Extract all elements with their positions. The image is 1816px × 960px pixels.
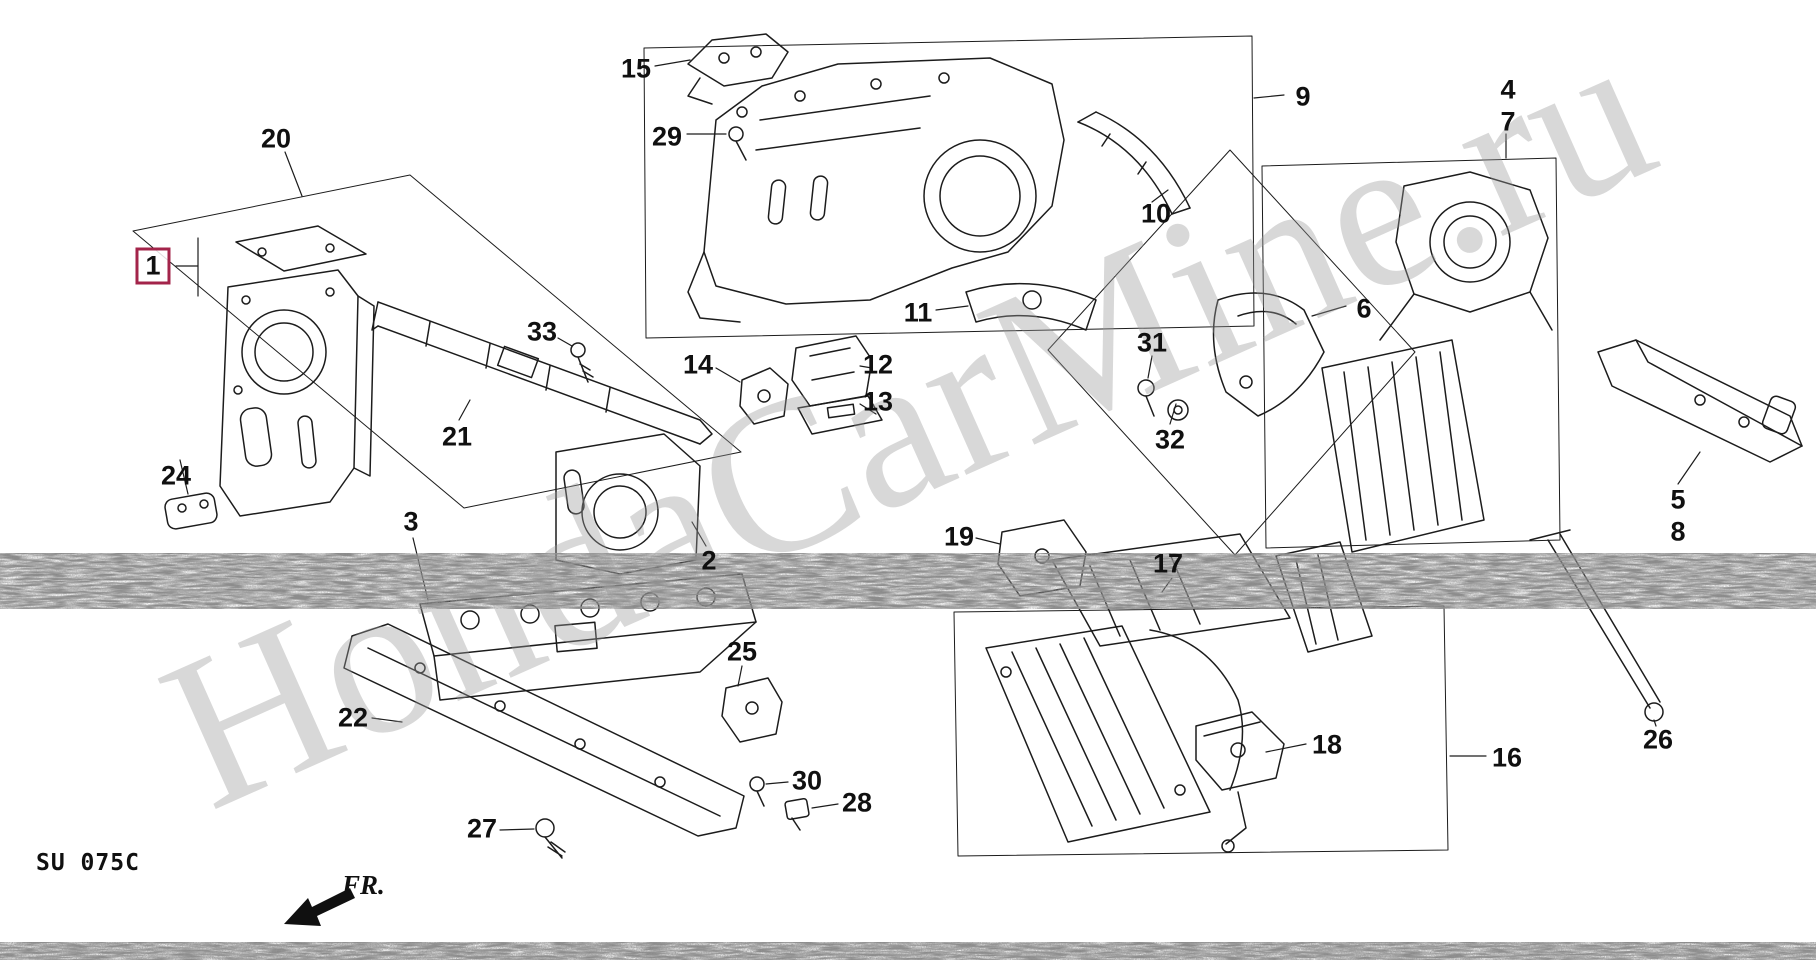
callout-6: 6 — [1356, 293, 1372, 324]
side-frame-assembly-art — [1137, 171, 1553, 653]
callout-13: 13 — [862, 386, 894, 417]
callout-15: 15 — [620, 53, 652, 84]
callout-24: 24 — [160, 460, 192, 491]
callout-20: 20 — [260, 123, 292, 154]
callout-10: 10 — [1140, 198, 1172, 229]
diagram-code: SU 075C — [36, 850, 140, 876]
callout-16: 16 — [1491, 742, 1523, 773]
callout-30: 30 — [791, 765, 823, 796]
callout-17: 17 — [1152, 548, 1184, 579]
front-arrow-icon — [284, 888, 355, 926]
callout-5: 5 — [1670, 484, 1686, 515]
callout-11: 11 — [903, 297, 933, 328]
callout-2: 2 — [701, 545, 717, 576]
callout-29: 29 — [651, 121, 683, 152]
front-direction-indicator: FR. — [282, 870, 422, 936]
callout-18: 18 — [1311, 729, 1343, 760]
callout-1: 1 — [135, 247, 171, 285]
front-direction-label: FR. — [342, 870, 385, 900]
callout-21: 21 — [441, 421, 473, 452]
callout-31: 31 — [1136, 327, 1168, 358]
callout-8: 8 — [1670, 516, 1686, 547]
wheelhouse-assembly-art — [687, 33, 1191, 435]
callout-14: 14 — [682, 349, 714, 380]
callout-9: 9 — [1295, 81, 1311, 112]
callout-4: 4 — [1500, 74, 1516, 105]
callout-25: 25 — [726, 636, 758, 667]
callout-19: 19 — [943, 521, 975, 552]
scan-noise-bands — [0, 558, 1816, 960]
callout-3: 3 — [403, 506, 419, 537]
side-sill-art — [1597, 339, 1803, 463]
callout-22: 22 — [337, 702, 369, 733]
bulkhead-assembly-art — [164, 225, 713, 575]
callout-leader-lines — [179, 59, 1701, 831]
callout-12: 12 — [862, 349, 894, 380]
assembly-boundary-boxes — [132, 35, 1561, 857]
callout-7: 7 — [1500, 106, 1516, 137]
callout-28: 28 — [841, 787, 873, 818]
callout-27: 27 — [466, 813, 498, 844]
callout-26: 26 — [1642, 724, 1674, 755]
callout-32: 32 — [1154, 424, 1186, 455]
callout-33: 33 — [526, 316, 558, 347]
